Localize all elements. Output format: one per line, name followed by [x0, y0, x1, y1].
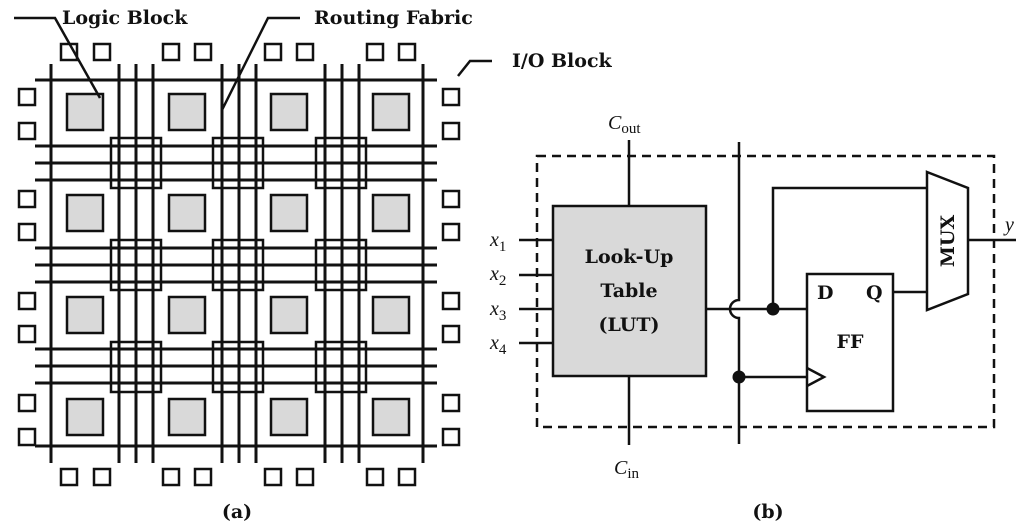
logic-block	[167, 295, 207, 335]
io-block	[441, 189, 461, 209]
io-block	[365, 42, 385, 62]
logic-block	[371, 397, 411, 437]
switch-box	[314, 136, 368, 190]
logic-block-label: Logic Block	[62, 7, 188, 29]
io-block	[17, 87, 37, 107]
logic-element-panel	[519, 140, 1016, 445]
logic-block	[371, 92, 411, 132]
switch-box	[109, 340, 163, 394]
switch-box	[211, 238, 265, 292]
io-block	[17, 427, 37, 447]
logic-block-leader	[14, 16, 102, 99]
io-blocks	[17, 42, 461, 487]
logic-block	[65, 92, 105, 132]
logic-block	[269, 397, 309, 437]
logic-block	[269, 295, 309, 335]
lut-label-line3: (LUT)	[598, 314, 659, 336]
clock-wire	[728, 142, 741, 444]
switch-box	[211, 136, 265, 190]
io-block-leader	[457, 59, 492, 77]
logic-block	[167, 193, 207, 233]
io-block	[17, 393, 37, 413]
io-block	[441, 427, 461, 447]
io-block	[441, 121, 461, 141]
io-block	[397, 42, 417, 62]
mux-shape	[925, 170, 970, 312]
io-block	[17, 121, 37, 141]
logic-block	[65, 397, 105, 437]
io-block	[161, 467, 181, 487]
io-block	[441, 87, 461, 107]
cout-label: Cout	[608, 112, 641, 137]
junction-dot	[766, 302, 780, 316]
lut-label-line1: Look-Up	[585, 246, 674, 268]
switch-box	[314, 238, 368, 292]
io-block	[295, 467, 315, 487]
logic-block	[167, 92, 207, 132]
io-block	[193, 42, 213, 62]
switch-box	[211, 340, 265, 394]
routing-fabric-leader	[220, 16, 300, 111]
switch-box	[314, 340, 368, 394]
input-x3-label: x3	[489, 298, 506, 324]
io-block-label: I/O Block	[512, 50, 613, 72]
cin-label: Cin	[614, 457, 640, 482]
io-block	[441, 324, 461, 344]
logic-block	[371, 295, 411, 335]
panel-a-caption: (a)	[222, 501, 252, 523]
input-x1-label: x1	[489, 229, 506, 255]
logic-element-boundary	[535, 154, 996, 429]
io-block	[92, 467, 112, 487]
ff-label: FF	[837, 331, 864, 353]
io-block	[17, 222, 37, 242]
io-block	[17, 324, 37, 344]
io-block	[365, 467, 385, 487]
fpga-array-panel	[14, 16, 492, 487]
io-block	[441, 291, 461, 311]
panel-b-caption: (b)	[752, 501, 783, 523]
logic-block	[65, 295, 105, 335]
io-block	[193, 467, 213, 487]
mux-label: MUX	[937, 215, 959, 268]
ff-d-pin-label: D	[817, 282, 833, 304]
io-block	[17, 291, 37, 311]
input-x2-label: x2	[489, 263, 506, 289]
output-y-label: y	[1003, 214, 1014, 236]
logic-block	[269, 193, 309, 233]
io-block	[295, 42, 315, 62]
io-block	[441, 222, 461, 242]
input-x4-label: x4	[489, 332, 507, 358]
logic-block	[65, 193, 105, 233]
lut-label-line2: Table	[600, 280, 657, 302]
io-block	[263, 467, 283, 487]
switch-boxes	[109, 136, 368, 394]
ff-box	[805, 272, 895, 413]
io-block	[161, 42, 181, 62]
logic-cells	[65, 92, 411, 437]
io-block	[92, 42, 112, 62]
ff-q-pin-label: Q	[866, 282, 883, 304]
switch-box	[109, 136, 163, 190]
io-block	[441, 393, 461, 413]
io-block	[59, 467, 79, 487]
io-block	[263, 42, 283, 62]
logic-block	[269, 92, 309, 132]
routing-wires	[35, 64, 437, 463]
ff-clock-triangle	[806, 366, 827, 388]
bypass-wire	[771, 186, 927, 309]
logic-block	[167, 397, 207, 437]
logic-block	[371, 193, 411, 233]
switch-box	[109, 238, 163, 292]
junction-dot	[732, 370, 746, 384]
routing-fabric-label: Routing Fabric	[314, 7, 473, 29]
io-block	[397, 467, 417, 487]
io-block	[17, 189, 37, 209]
